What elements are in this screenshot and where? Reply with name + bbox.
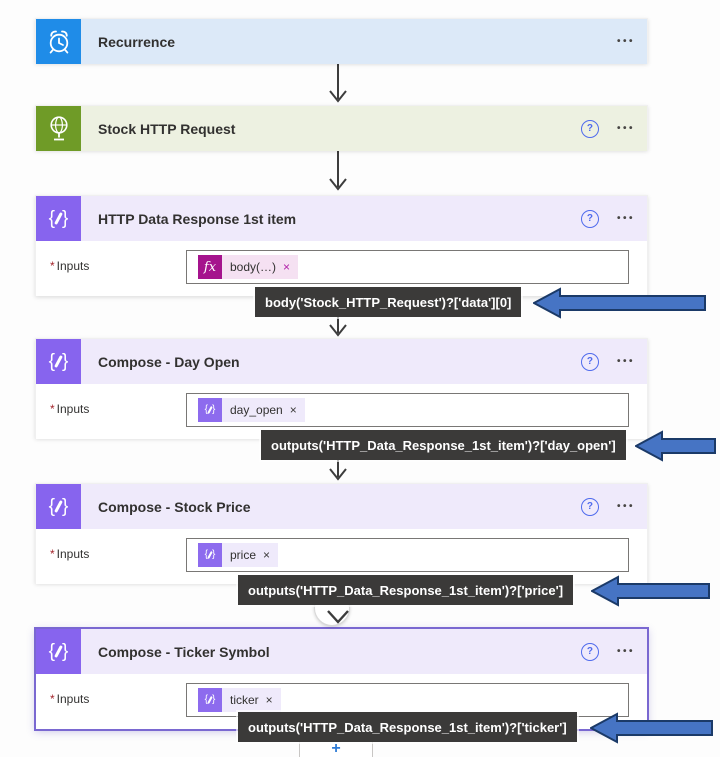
dynamic-content-token[interactable]: {} price × xyxy=(198,543,279,567)
help-icon[interactable]: ? xyxy=(580,497,599,516)
token-label: price xyxy=(230,548,257,562)
card-title: Compose - Day Open xyxy=(98,353,240,370)
inputs-label: *Inputs xyxy=(50,547,90,561)
card-header[interactable]: {} Compose - Day Open ? ••• xyxy=(36,339,647,384)
menu-button[interactable]: ••• xyxy=(616,123,635,134)
callout-arrow-icon xyxy=(533,287,706,319)
card-header[interactable]: {} Compose - Stock Price ? ••• xyxy=(36,484,647,529)
dynamic-content-token[interactable]: {} day_open × xyxy=(198,398,305,422)
compose-icon: {} xyxy=(36,339,81,384)
action-card-compose-day-open[interactable]: {} Compose - Day Open ? ••• *Inputs {} d… xyxy=(35,338,648,439)
card-title: Stock HTTP Request xyxy=(98,120,236,137)
remove-token-icon[interactable]: × xyxy=(289,403,297,417)
required-mark: * xyxy=(50,692,55,706)
card-body: *Inputs {} day_open × xyxy=(36,384,647,439)
help-icon[interactable]: ? xyxy=(580,642,599,661)
required-mark: * xyxy=(50,547,55,561)
card-title: Recurrence xyxy=(98,33,176,50)
inputs-label: *Inputs xyxy=(50,402,90,416)
expression-annotation: outputs('HTTP_Data_Response_1st_item')?[… xyxy=(238,712,577,742)
compose-icon: {} xyxy=(36,629,81,674)
remove-token-icon[interactable]: × xyxy=(265,693,273,707)
remove-token-icon[interactable]: × xyxy=(283,260,291,274)
connector-arrow-icon xyxy=(329,460,347,481)
required-mark: * xyxy=(50,259,55,273)
compose-icon: {} xyxy=(36,484,81,529)
card-header[interactable]: Recurrence ••• xyxy=(36,19,647,64)
help-icon[interactable]: ? xyxy=(580,119,599,138)
token-label: ticker xyxy=(230,693,259,707)
recurrence-clock-icon xyxy=(36,19,81,64)
callout-arrow-icon xyxy=(635,430,716,462)
dynamic-content-token[interactable]: {} ticker × xyxy=(198,688,281,712)
inputs-field[interactable]: {} day_open × xyxy=(186,393,629,427)
inputs-field[interactable]: {} ticker × xyxy=(186,683,629,717)
card-body: *Inputs fx body(…) × xyxy=(36,241,647,296)
compose-icon: {} xyxy=(36,196,81,241)
menu-button[interactable]: ••• xyxy=(616,501,635,512)
help-icon[interactable]: ? xyxy=(580,209,599,228)
trigger-card-recurrence[interactable]: Recurrence ••• xyxy=(35,18,648,64)
inputs-label: *Inputs xyxy=(50,259,90,273)
callout-arrow-icon xyxy=(591,575,710,607)
inputs-field[interactable]: fx body(…) × xyxy=(186,250,629,284)
menu-button[interactable]: ••• xyxy=(616,646,635,657)
card-header[interactable]: {} Compose - Ticker Symbol ? ••• xyxy=(36,629,647,674)
card-header[interactable]: Stock HTTP Request ? ••• xyxy=(36,106,647,151)
inputs-field[interactable]: {} price × xyxy=(186,538,629,572)
card-title: Compose - Ticker Symbol xyxy=(98,643,270,660)
connector-arrow-icon xyxy=(329,62,347,103)
card-title: HTTP Data Response 1st item xyxy=(98,210,297,227)
compose-token-icon: {} xyxy=(198,688,222,712)
remove-token-icon[interactable]: × xyxy=(263,548,271,562)
fx-icon: fx xyxy=(198,255,222,279)
required-mark: * xyxy=(50,402,55,416)
compose-token-icon: {} xyxy=(198,543,222,567)
expression-annotation: outputs('HTTP_Data_Response_1st_item')?[… xyxy=(261,430,626,460)
connector-arrowhead-icon xyxy=(327,610,349,624)
action-card-compose-stock-price[interactable]: {} Compose - Stock Price ? ••• *Inputs {… xyxy=(35,483,648,584)
card-header[interactable]: {} HTTP Data Response 1st item ? ••• xyxy=(36,196,647,241)
action-card-stock-http-request[interactable]: Stock HTTP Request ? ••• xyxy=(35,105,648,151)
card-title: Compose - Stock Price xyxy=(98,498,251,515)
help-icon[interactable]: ? xyxy=(580,352,599,371)
menu-button[interactable]: ••• xyxy=(616,36,635,47)
connector-arrow-icon xyxy=(329,317,347,337)
menu-button[interactable]: ••• xyxy=(616,213,635,224)
callout-arrow-icon xyxy=(590,712,713,744)
token-label: day_open xyxy=(230,403,283,417)
inputs-label: *Inputs xyxy=(50,692,90,706)
token-label: body(…) xyxy=(230,260,277,274)
menu-button[interactable]: ••• xyxy=(616,356,635,367)
card-body: *Inputs {} price × xyxy=(36,529,647,584)
new-step-button[interactable]: + xyxy=(299,740,373,757)
compose-token-icon: {} xyxy=(198,398,222,422)
http-globe-icon xyxy=(36,106,81,151)
action-card-http-data-response[interactable]: {} HTTP Data Response 1st item ? ••• *In… xyxy=(35,195,648,296)
expression-annotation: outputs('HTTP_Data_Response_1st_item')?[… xyxy=(238,575,574,605)
plus-icon: + xyxy=(331,740,341,757)
connector-arrow-icon xyxy=(329,150,347,191)
expression-token[interactable]: fx body(…) × xyxy=(198,255,299,279)
expression-annotation: body('Stock_HTTP_Request')?['data'][0] xyxy=(255,287,522,317)
